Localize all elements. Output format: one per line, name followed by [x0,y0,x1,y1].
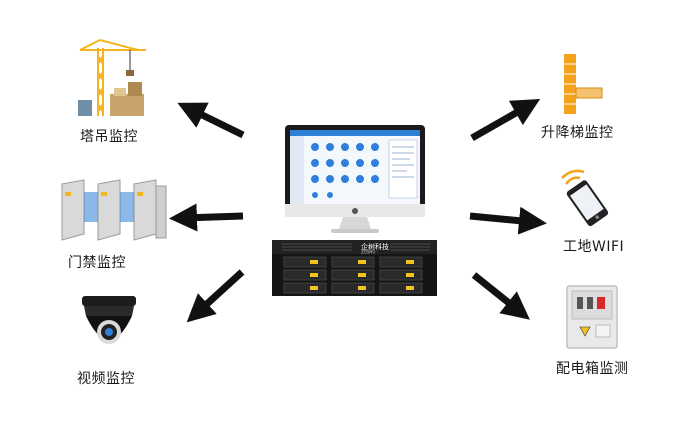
brand-sub: ZOSHU [361,250,375,255]
distribution-box-icon [566,285,618,349]
monitor-icon [285,125,425,233]
video-label: 视频监控 [77,371,135,387]
distribution-box-label: 配电箱监测 [556,361,629,377]
brand-text: 企树科技 [361,242,389,251]
tower-crane-label: 塔吊监控 [80,129,138,145]
server-rack-icon: 企树科技 ZOSHU [272,240,437,296]
tower-crane-icon [78,39,146,116]
gate-label: 门禁监控 [68,255,126,271]
elevator-label: 升降梯监控 [541,125,614,141]
dome-camera-icon [82,296,136,344]
construction-elevator-icon [564,54,603,114]
wifi-label: 工地WIFI [563,239,625,255]
smartphone-wifi-icon [561,169,609,227]
turnstile-gate-icon [61,179,167,241]
